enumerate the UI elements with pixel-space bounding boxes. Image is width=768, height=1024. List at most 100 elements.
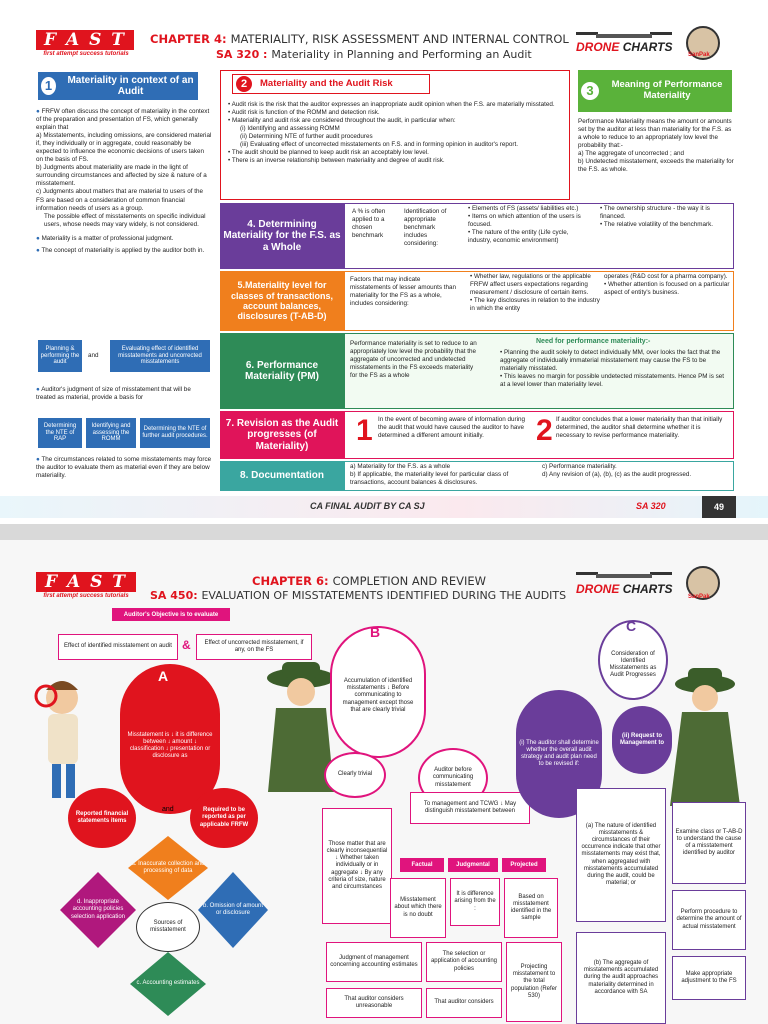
effect-identified-box: Effect of identified misstatement on aud… [58,634,178,660]
revision-number-1: 1 [356,414,373,447]
chapter-heading: CHAPTER 4: MATERIALITY, RISK ASSESSMENT … [150,32,569,46]
make-adjustment-box: Make appropriate adjustment to the FS [672,956,746,1000]
row8-title: 8. Documentation [220,461,344,491]
revise-strategy-oval: (i) The auditor shall determine whether … [516,690,602,818]
sources-center: Sources of misstatement [136,902,200,952]
footer-bar [0,496,768,518]
evaluating-button: Evaluating effect of identified misstate… [110,340,210,372]
condition-b: (b) The aggregate of misstatements accum… [576,932,666,1024]
effect-uncorrected-box: Effect of uncorrected misstatement, if a… [196,634,312,660]
to-management-box: To management and TCWG ↓ May distinguish… [410,792,530,824]
factual-text: Misstatement about which there is no dou… [390,878,446,938]
section-a-letter: A [158,668,169,684]
section-c-circle [598,620,668,700]
drone-charts-logo: DRONE CHARTS SanPak [576,26,736,64]
judgment-estimates: Judgment of management concerning accoun… [326,942,422,982]
fast-tagline: first attempt success tutorials [43,593,129,599]
objective-banner: Auditor's Objective is to evaluate [112,608,230,621]
fast-tagline: first attempt success tutorials [43,51,129,57]
panel1-body: ● FRFW often discuss the concept of mate… [36,108,212,254]
factual-pill: Factual [400,858,444,872]
row4-considering: Identification of appropriate benchmark … [404,208,447,248]
auditor-considers: That auditor considers [426,988,502,1018]
panel3-body: Performance Materiality means the amount… [578,118,734,174]
accounting-policies: The selection or application of accounti… [426,942,502,982]
row8-list2: c) Performance materiality. d) Any revis… [542,463,692,479]
clearly-trivial-text: Those matter that are clearly inconseque… [322,808,392,924]
nte-rap-button: Determining the NTE of RAP [38,418,82,448]
romm-button: Identifying and assessing the ROMM [86,418,136,448]
row5-title: 5.Materiality level for classes of trans… [220,271,344,331]
projected-pill: Projected [502,858,546,872]
projecting-misstatement: Projecting misstatement to the total pop… [506,942,562,1022]
source-b: b. Omission of amount or disclosure [198,872,268,948]
section-c-letter: C [626,618,637,634]
detective-icon [34,681,78,798]
fast-logo: F A S T [36,572,136,592]
chapter-heading: CHAPTER 6: COMPLETION AND REVIEW [252,574,487,588]
source-d: d. Inappropriate accounting policies sel… [60,872,136,948]
row4-title: 4. Determining Materiality for the F.S. … [220,203,344,269]
drone-charts-logo: DRONE CHARTS SanPak [576,566,736,606]
detective-figure-right [660,660,750,810]
request-management-oval: (ii) Request to Management to [612,706,672,774]
row5-factors: Factors that may indicate misstatements … [350,276,457,308]
auditor-unreasonable: That auditor considers unreasonable [326,988,422,1018]
row8-list1: a) Materiality for the F.S. as a whole b… [350,463,509,487]
source-a: a. Inaccurate collection and processing … [128,836,208,900]
row6-need-title: Need for performance materiality:- [536,338,651,345]
page-sa450: F A S T first attempt success tutorials … [0,540,768,1024]
row8-body [344,461,734,491]
judgmental-pill: Judgmental [448,858,498,872]
row5-list1: • Whether law, regulations or the applic… [470,273,600,313]
clearly-trivial-circle: Clearly trivial [324,752,386,798]
panel2-list: • Audit risk is the risk that the audito… [228,101,555,165]
author-avatar [686,26,720,60]
row6-definition: Performance materiality is set to reduce… [350,340,477,380]
row7-body [344,411,734,459]
and-label: and [88,352,99,359]
source-c: c. Accounting estimates [130,952,206,1016]
ampersand: & [182,638,191,652]
page-number: 49 [702,496,736,518]
revision-number-2: 2 [536,414,553,447]
planning-button: Planning & performing the audit [38,340,82,372]
reported-items: Reported financial statements items [68,788,136,848]
row6-need-list: • Planning the audit solely to detect in… [500,349,724,389]
panel1-title: 1 Materiality in context of an Audit [38,72,198,100]
condition-a: (a) The nature of identified misstatemen… [576,788,666,922]
row4-body [344,203,734,269]
panel2-title: 2 Materiality and the Audit Risk [232,74,430,94]
panel1-body2: ● Auditor's judgment of size of misstate… [36,386,191,402]
page-sa320: F A S T first attempt success tutorials … [0,0,768,524]
examine-class-box: Examine class or T-AB-D to understand th… [672,802,746,884]
spy-icon [670,668,740,806]
projected-text: Based on misstatement identified in the … [504,878,558,938]
revision-text-1: In the event of becoming aware of inform… [378,416,526,440]
detective-figure-left [30,670,100,800]
row5-list2: operates (R&D cost for a pharma company)… [604,273,730,297]
row7-title: 7. Revision as the Audit progresses (of … [220,411,344,459]
row5-body [344,271,734,331]
required-items: Required to be reported as per applicabl… [190,788,258,848]
footer-title: CA FINAL AUDIT BY CA SJ [310,501,425,511]
row6-body [344,333,734,409]
footer-sa: SA 320 [636,501,666,511]
fast-logo: F A S T [36,30,134,50]
sa-heading: SA 450: EVALUATION OF MISSTATEMENTS IDEN… [150,589,567,602]
row4-list1: • Elements of FS (assets/ liabilities et… [468,205,581,245]
row6-title: 6. Performance Materiality (PM) [220,333,344,409]
drone-icon [576,32,672,38]
consideration-text: Consideration of Identified Misstatement… [609,650,657,679]
panel1-body3: ● The circumstances related to some miss… [36,456,212,480]
row4-benchmark: A % is often applied to a chosen benchma… [352,208,386,240]
section-a-shape [120,664,220,814]
panel2 [220,70,570,200]
sa-heading: SA 320 : Materiality in Planning and Per… [216,48,532,61]
row4-list2: • The ownership structure - the way it i… [600,205,714,229]
misstatement-definition: Misstatement is ↓ it is difference betwe… [127,731,213,760]
panel3-title: 3 Meaning of Performance Materiality [578,70,732,112]
revision-text-2: If auditor concludes that a lower materi… [556,416,723,440]
perform-procedure-box: Perform procedure to determine the amoun… [672,890,746,950]
section-b-oval [330,626,426,758]
